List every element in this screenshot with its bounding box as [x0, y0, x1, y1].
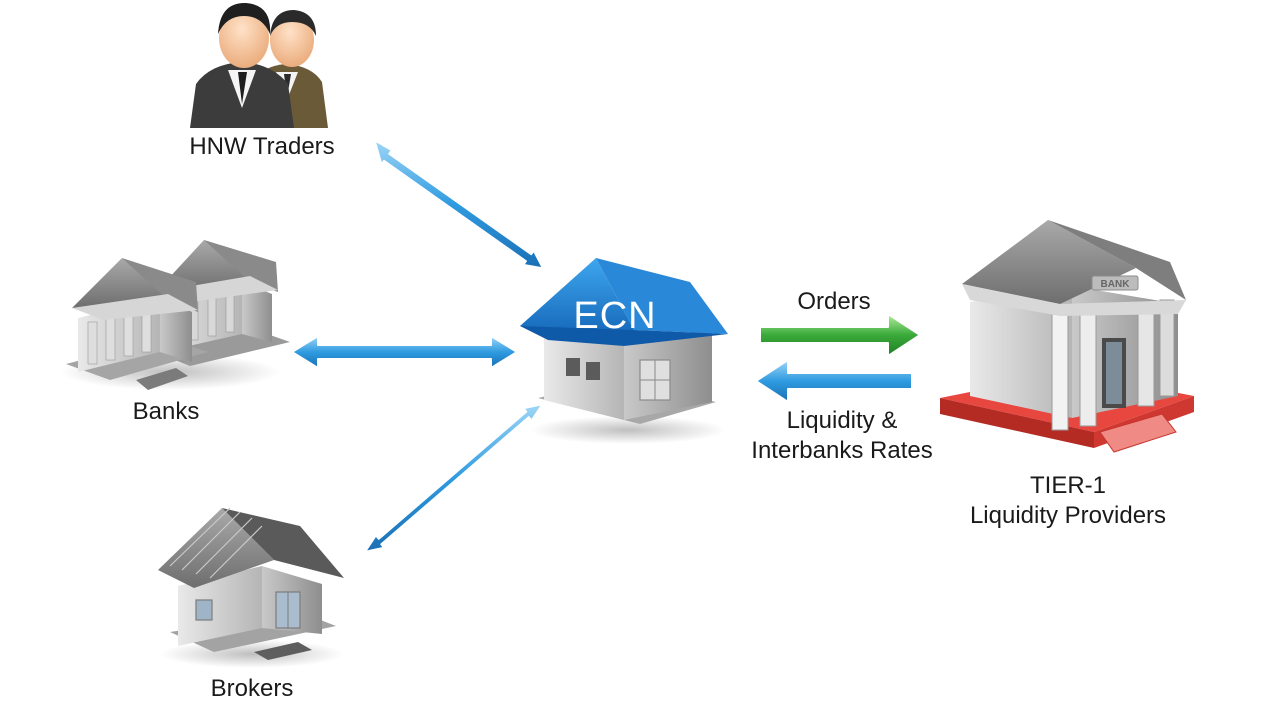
tier1-label-line-2: Liquidity Providers	[969, 502, 1167, 529]
ecn-label: ECN	[573, 295, 657, 337]
tier1-label-line-1: TIER-1	[1029, 472, 1106, 499]
liquidity-label: Liquidity & Interbanks Rates	[724, 406, 960, 466]
ecn-building-icon	[520, 258, 728, 444]
arrow-banks-ecn	[291, 335, 518, 369]
twin-bank-buildings-icon	[60, 240, 290, 390]
arrow-hnw-ecn	[373, 139, 544, 270]
orders-label: Orders	[797, 288, 871, 315]
liquidity-arrow	[755, 359, 913, 403]
brokers-label: Brokers	[210, 675, 294, 702]
house-icon	[158, 507, 344, 668]
arrow-brokers-ecn	[363, 403, 544, 553]
businessmen-icon	[190, 2, 328, 128]
liquidity-label-line-2: Interbanks Rates	[751, 437, 933, 464]
tier1-label: TIER-1 Liquidity Providers	[930, 471, 1206, 531]
orders-arrow	[759, 313, 921, 357]
hnw-traders-label: HNW Traders	[189, 133, 335, 160]
bank-building-icon: BANK	[940, 220, 1194, 453]
banks-label: Banks	[132, 398, 200, 425]
svg-text:BANK: BANK	[1101, 279, 1131, 290]
liquidity-label-line-1: Liquidity &	[786, 407, 898, 434]
